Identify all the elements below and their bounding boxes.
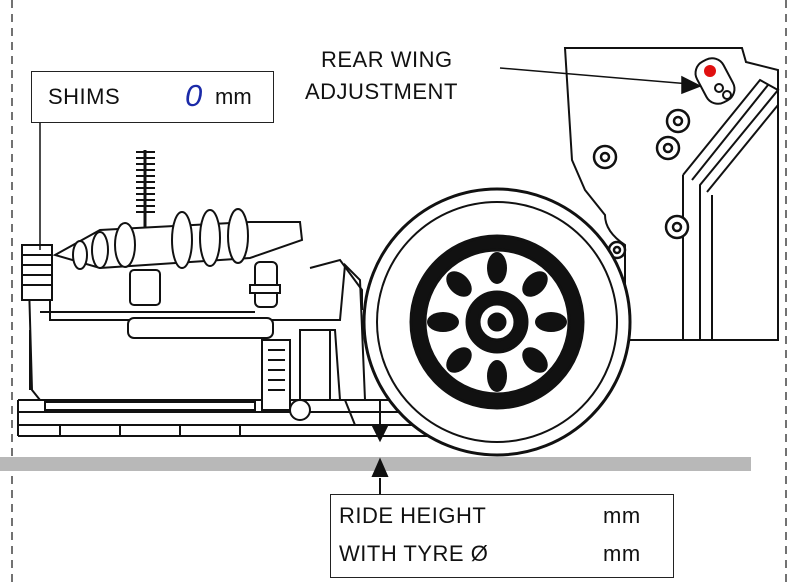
shims-unit: mm	[215, 84, 252, 109]
ride-height-arrow-up	[371, 457, 389, 494]
rear-wing-label-line1: REAR WING	[321, 47, 453, 72]
shock-absorber	[52, 150, 304, 270]
ride-height-box: RIDE HEIGHT mm WITH TYRE Ø mm	[330, 494, 674, 578]
rear-wing-label: REAR WING ADJUSTMENT	[305, 44, 505, 108]
shims-value: 0	[185, 78, 203, 113]
shim-stack	[21, 244, 53, 301]
plate-bolts	[592, 108, 691, 260]
tyre-diameter-label: WITH TYRE Ø	[339, 541, 489, 566]
rear-wheel	[362, 187, 632, 457]
rear-wing-arrow	[499, 67, 702, 95]
tyre-diameter-unit: mm	[603, 541, 641, 566]
ride-height-label: RIDE HEIGHT	[339, 503, 487, 528]
rear-wing-label-line2: ADJUSTMENT	[305, 79, 458, 104]
linkage	[127, 261, 311, 421]
rear-wing-plate	[563, 47, 780, 341]
shims-label: SHIMS	[48, 84, 121, 109]
chassis-plate	[17, 399, 430, 437]
shims-box: SHIMS 0 mm	[31, 71, 274, 123]
ground-line	[0, 457, 751, 471]
adjust-dot	[704, 65, 716, 77]
ride-height-arrow-down	[371, 400, 389, 443]
ride-height-unit: mm	[603, 503, 641, 528]
